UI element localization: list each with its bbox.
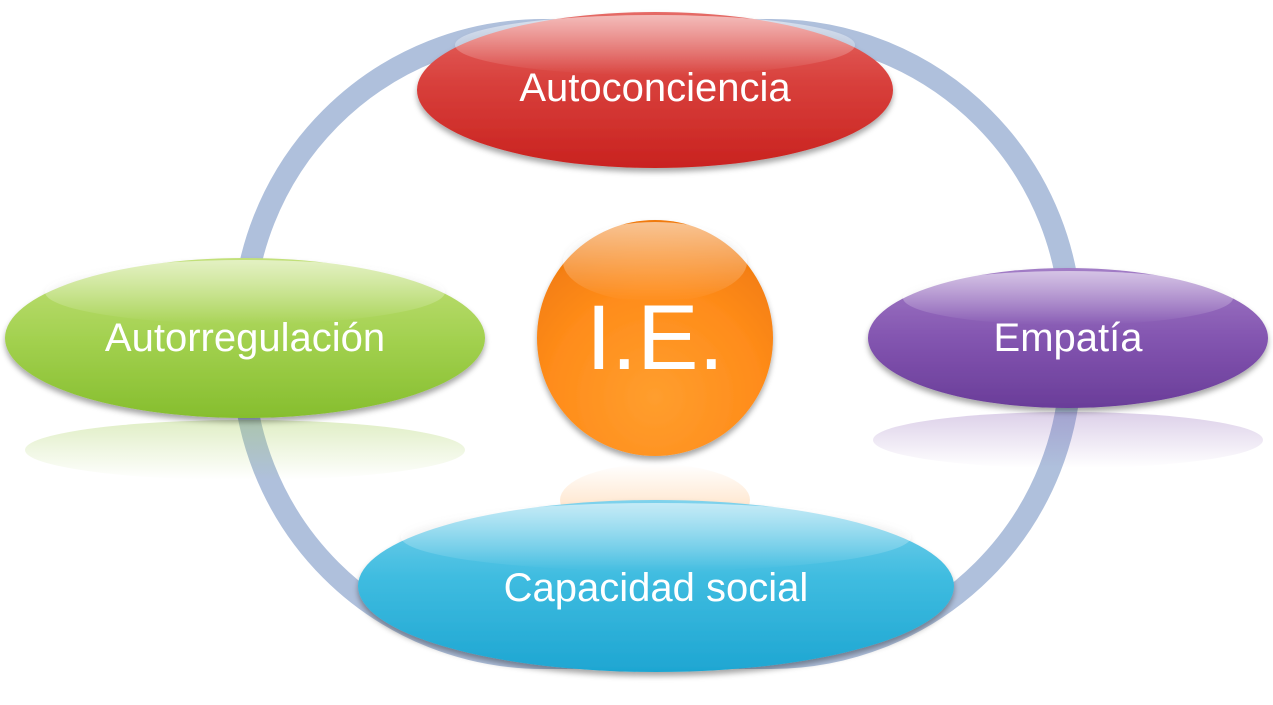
- node-empatia-label: Empatía: [994, 316, 1144, 360]
- center-circle: [537, 220, 773, 456]
- node-capacidad-social-label: Capacidad social: [504, 566, 809, 610]
- center-label: I.E.: [586, 287, 724, 389]
- node-autoconciencia-label: Autoconciencia: [519, 66, 791, 110]
- node-capacidad-social: [358, 500, 954, 672]
- empatia-reflection: [873, 412, 1263, 468]
- node-autorregulacion-label: Autorregulación: [105, 316, 385, 360]
- node-autorregulacion: [5, 258, 485, 418]
- node-empatia: [868, 268, 1268, 408]
- autorregulacion-reflection: [25, 420, 465, 480]
- node-autoconciencia: [417, 12, 893, 168]
